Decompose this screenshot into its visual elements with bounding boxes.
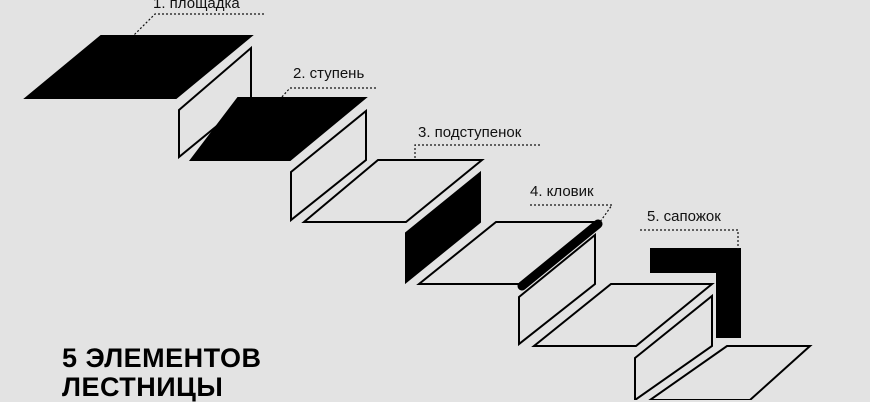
callout-label-3: 3. подступенок	[418, 124, 522, 141]
tread-3	[301, 159, 485, 223]
tread-6	[648, 345, 813, 400]
diagram-title-line-2: ЛЕСТНИЦЫ	[62, 372, 224, 402]
callout-leader-1	[132, 13, 264, 37]
stringer-boot	[650, 248, 741, 338]
callout-leader-4	[530, 204, 614, 223]
callout-label-2: 2. ступень	[293, 65, 364, 82]
riser-black	[405, 170, 481, 285]
diagram-title: 5 ЭЛЕМЕНТОВ ЛЕСТНИЦЫ	[62, 344, 261, 402]
riser-5	[634, 293, 713, 400]
nosing-bar	[517, 219, 603, 291]
callout-label-5: 5. сапожок	[647, 208, 721, 225]
riser-2	[290, 108, 367, 223]
tread-5	[531, 283, 715, 347]
step-top-black	[188, 97, 368, 161]
diagram-title-line-1: 5 ЭЛЕМЕНТОВ	[62, 343, 262, 373]
riser-4	[518, 232, 596, 347]
landing-top	[23, 35, 254, 99]
callout-leader-2	[280, 87, 376, 99]
callout-label-1: 1. площадка	[153, 0, 240, 12]
callout-leader-3	[414, 144, 540, 160]
callout-label-4: 4. кловик	[530, 183, 594, 200]
callout-leader-5	[640, 229, 739, 249]
